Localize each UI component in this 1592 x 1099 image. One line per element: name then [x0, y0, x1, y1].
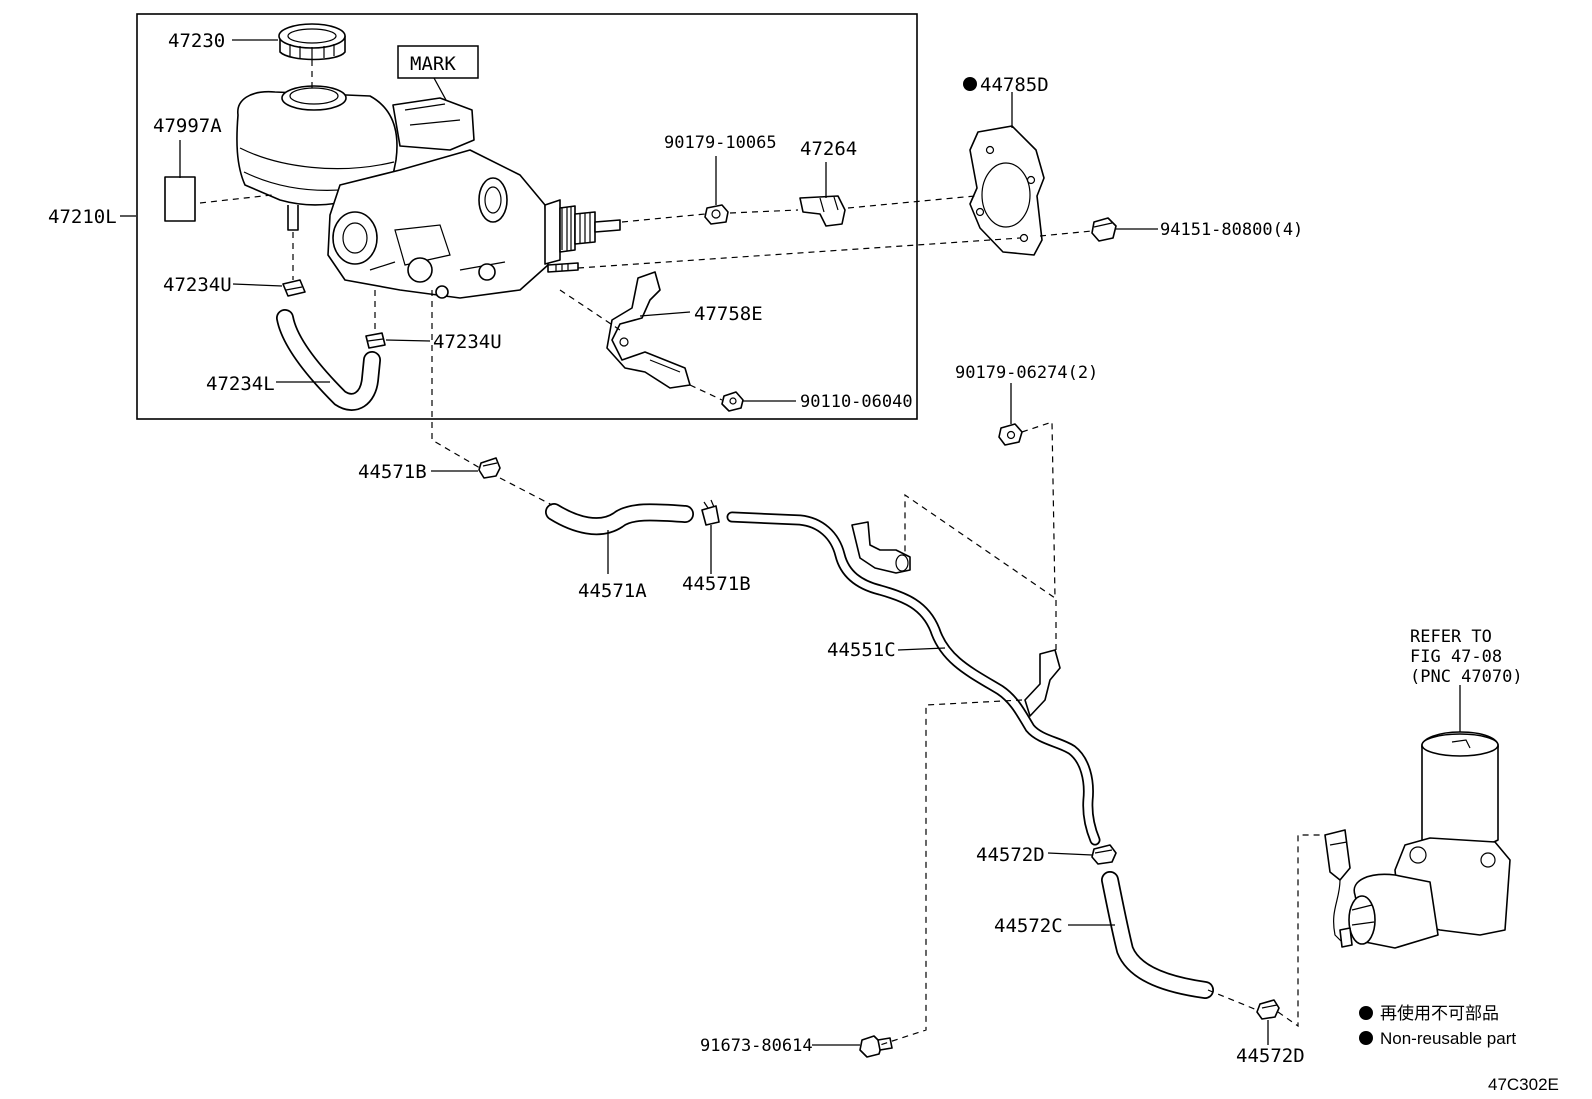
label-47234l: 47234L	[206, 373, 275, 395]
legend-dot-en	[1359, 1031, 1373, 1045]
vacuum-pipe-44551c	[726, 511, 1101, 846]
label-47230: 47230	[168, 30, 225, 52]
label-44571b-upper: 44571B	[358, 461, 427, 483]
label-90110-06040: 90110-06040	[800, 392, 913, 412]
leader-lines	[120, 39, 1461, 1046]
vacuum-hose-44571a	[545, 503, 694, 536]
label-47234u-lower: 47234U	[433, 331, 502, 353]
mark-box	[397, 45, 479, 79]
flange-nut-2pc	[998, 423, 1023, 446]
reservoir-hose	[276, 309, 381, 411]
label-44785d: 44785D	[980, 74, 1049, 96]
label-refer-line2: FIG 47-08	[1410, 647, 1502, 667]
legend-text-jp: 再使用不可部品	[1380, 1003, 1499, 1023]
vacuum-pump-assembly	[1324, 731, 1511, 949]
bracket-47758e	[606, 271, 691, 389]
hose-clip-44571b-lower	[701, 499, 720, 526]
legend: 再使用不可部品 Non-reusable part	[1359, 1003, 1516, 1048]
hose-clip-upper	[282, 279, 306, 297]
label-90179-06274: 90179-06274(2)	[955, 363, 1098, 383]
dashed-assembly-lines	[199, 60, 1325, 1046]
label-90179-10065: 90179-10065	[664, 133, 777, 153]
label-47997a: 47997A	[153, 115, 222, 137]
assembly-frame	[136, 13, 918, 420]
hose-clip-44571b-upper	[478, 457, 501, 479]
label-plate	[164, 176, 196, 222]
bolt-90110	[721, 391, 744, 412]
label-94151-80800: 94151-80800(4)	[1160, 220, 1303, 240]
label-44572d-lower: 44572D	[1236, 1045, 1305, 1067]
non-reusable-dot-44785d	[963, 77, 977, 91]
legend-text-en: Non-reusable part	[1380, 1029, 1516, 1048]
label-44571a: 44571A	[578, 580, 647, 602]
label-47758e: 47758E	[694, 303, 763, 325]
legend-dot-jp	[1359, 1006, 1373, 1020]
hose-clip-44572d-lower	[1256, 999, 1280, 1020]
hex-nut-4pc	[1091, 217, 1117, 242]
label-44572c: 44572C	[994, 915, 1063, 937]
part-labels: 47230 47997A 47210L 47234U 47234U 47234L…	[48, 30, 1523, 1067]
label-44572d-upper: 44572D	[976, 844, 1045, 866]
flange-nut	[704, 204, 729, 225]
hose-clip-lower	[365, 332, 386, 349]
label-47210l: 47210L	[48, 206, 117, 228]
reservoir-cap	[278, 23, 346, 61]
label-47264: 47264	[800, 138, 857, 160]
mark-text: MARK	[410, 53, 456, 75]
label-91673-80614: 91673-80614	[700, 1036, 813, 1056]
label-refer-line3: (PNC 47070)	[1410, 667, 1523, 687]
master-cylinder-assembly-drawing	[236, 23, 621, 299]
vacuum-hose-44572c	[1101, 871, 1214, 999]
label-47234u-upper: 47234U	[163, 274, 232, 296]
figure-code: 47C302E	[1488, 1075, 1559, 1094]
gasket	[969, 125, 1045, 256]
hose-clip-44572d-upper	[1091, 844, 1117, 865]
label-44571b-lower: 44571B	[682, 573, 751, 595]
label-44551c: 44551C	[827, 639, 896, 661]
label-refer-line1: REFER TO	[1410, 627, 1492, 647]
spacer-bracket	[799, 195, 846, 227]
bolt-91673	[859, 1035, 893, 1058]
